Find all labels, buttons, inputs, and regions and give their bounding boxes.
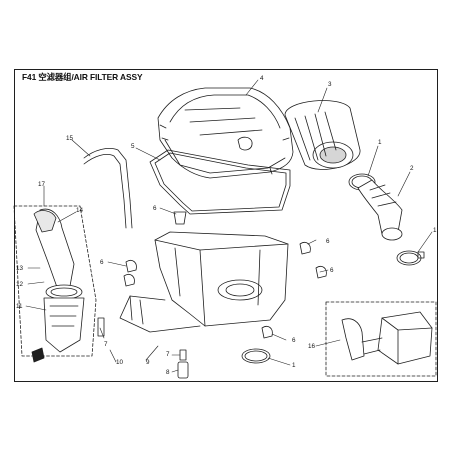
callout-label: 17 bbox=[38, 181, 46, 188]
callout-label: 6 bbox=[153, 205, 157, 212]
callout-label: 1 bbox=[433, 227, 437, 234]
callout-label: 15 bbox=[66, 135, 74, 142]
callout-label: 11 bbox=[16, 303, 23, 310]
callout-label: 4 bbox=[260, 75, 264, 82]
diagram-title: F41 空滤器组/AIR FILTER ASSY bbox=[22, 72, 143, 82]
callout-label: 7 bbox=[166, 351, 170, 358]
leader-lines bbox=[25, 79, 433, 373]
clip bbox=[299, 242, 311, 255]
filter-element bbox=[284, 100, 361, 170]
clip bbox=[261, 326, 273, 339]
seal-gasket bbox=[149, 149, 291, 215]
callout-label: 13 bbox=[16, 265, 24, 272]
inlet-duct-group bbox=[13, 205, 97, 363]
callout-label: 1 bbox=[292, 362, 296, 369]
intake-hose bbox=[357, 179, 403, 241]
bolt bbox=[97, 317, 105, 337]
air-box-base bbox=[119, 231, 289, 333]
callout-label: 10 bbox=[116, 359, 124, 366]
callout-label: 8 bbox=[166, 369, 170, 376]
clip bbox=[123, 274, 135, 287]
clip bbox=[315, 266, 327, 279]
callout-label: 6 bbox=[292, 337, 296, 344]
air-box-cover bbox=[157, 87, 294, 179]
callout-label: 2 bbox=[410, 165, 414, 172]
callout-label: 6 bbox=[330, 267, 334, 274]
callout-labels: 4 3 15 5 1 2 17 14 6 6 1 13 6 6 12 11 7 … bbox=[16, 75, 437, 376]
drain-plug bbox=[177, 361, 189, 379]
callout-label: 1 bbox=[378, 139, 382, 146]
callout-label: 3 bbox=[328, 81, 332, 88]
callout-label: 14 bbox=[76, 207, 84, 214]
callout-label: 16 bbox=[308, 343, 316, 350]
callout-label: 7 bbox=[104, 341, 108, 348]
hose-clamp bbox=[241, 348, 271, 364]
callout-label: 6 bbox=[326, 238, 330, 245]
callout-label: 6 bbox=[100, 259, 104, 266]
callout-label: 12 bbox=[16, 281, 24, 288]
bolt bbox=[179, 349, 187, 361]
clip bbox=[173, 211, 187, 225]
breather-tube bbox=[83, 148, 133, 229]
clip bbox=[125, 260, 137, 273]
assembly-inset bbox=[325, 301, 437, 377]
callout-label: 5 bbox=[131, 143, 135, 150]
hose-clamp bbox=[396, 250, 425, 266]
diagram-frame bbox=[14, 69, 438, 382]
callout-label: 9 bbox=[146, 359, 150, 366]
